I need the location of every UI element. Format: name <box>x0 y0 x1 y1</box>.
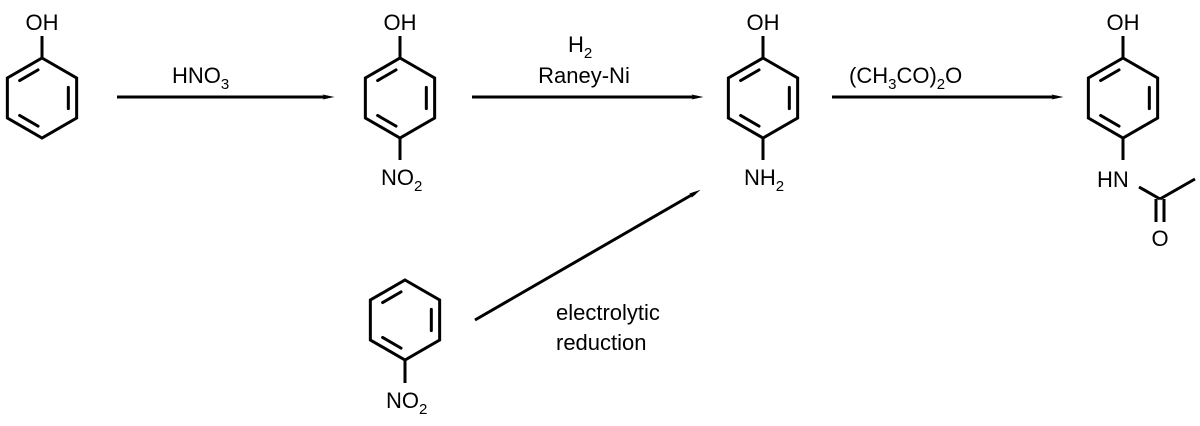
nitrobenzene-ring <box>368 278 442 362</box>
double-bond-line <box>18 68 40 83</box>
condition-electrolytic: electrolytic <box>556 300 660 325</box>
reagent-acetic-anhydride: (CH3CO)2O <box>849 63 962 93</box>
double-bond-line <box>376 68 398 83</box>
double-bond-line <box>381 290 403 305</box>
double-bond-line <box>1099 113 1121 128</box>
paracetamol-o-label: O <box>1151 226 1168 251</box>
paracetamol-ring <box>1086 56 1160 140</box>
aminophenol-oh-label: OH <box>747 10 780 35</box>
double-bond-line <box>381 335 403 350</box>
nitrophenol-ring <box>363 56 437 140</box>
nitrophenol-no2-label: NO2 <box>381 165 422 195</box>
phenol-ring <box>5 56 79 140</box>
double-bond-line <box>18 113 40 128</box>
reagent-raney-ni: Raney-Ni <box>538 63 630 88</box>
aminophenol-ring <box>726 56 800 140</box>
aminophenol-nh2-label: NH2 <box>744 165 784 195</box>
reagent-h2: H2 <box>568 32 592 62</box>
double-bond-line <box>739 68 761 83</box>
arrow-electrolytic <box>474 189 701 322</box>
paracetamol-nh-label: HN <box>1097 167 1129 192</box>
reagent-hno3: HNO3 <box>172 63 229 93</box>
double-bond-line <box>1099 68 1121 83</box>
phenol-oh-label: OH <box>26 10 59 35</box>
paracetamol-oh-label: OH <box>1107 10 1140 35</box>
bond-n-carbonyl <box>1138 185 1161 201</box>
double-bond-line <box>739 113 761 128</box>
bond-carbonyl-methyl <box>1159 177 1196 201</box>
nitrophenol-oh-label: OH <box>384 10 417 35</box>
condition-reduction: reduction <box>556 330 647 355</box>
double-bond-line <box>376 113 398 128</box>
nitrobenzene-no2-label: NO2 <box>386 388 427 418</box>
